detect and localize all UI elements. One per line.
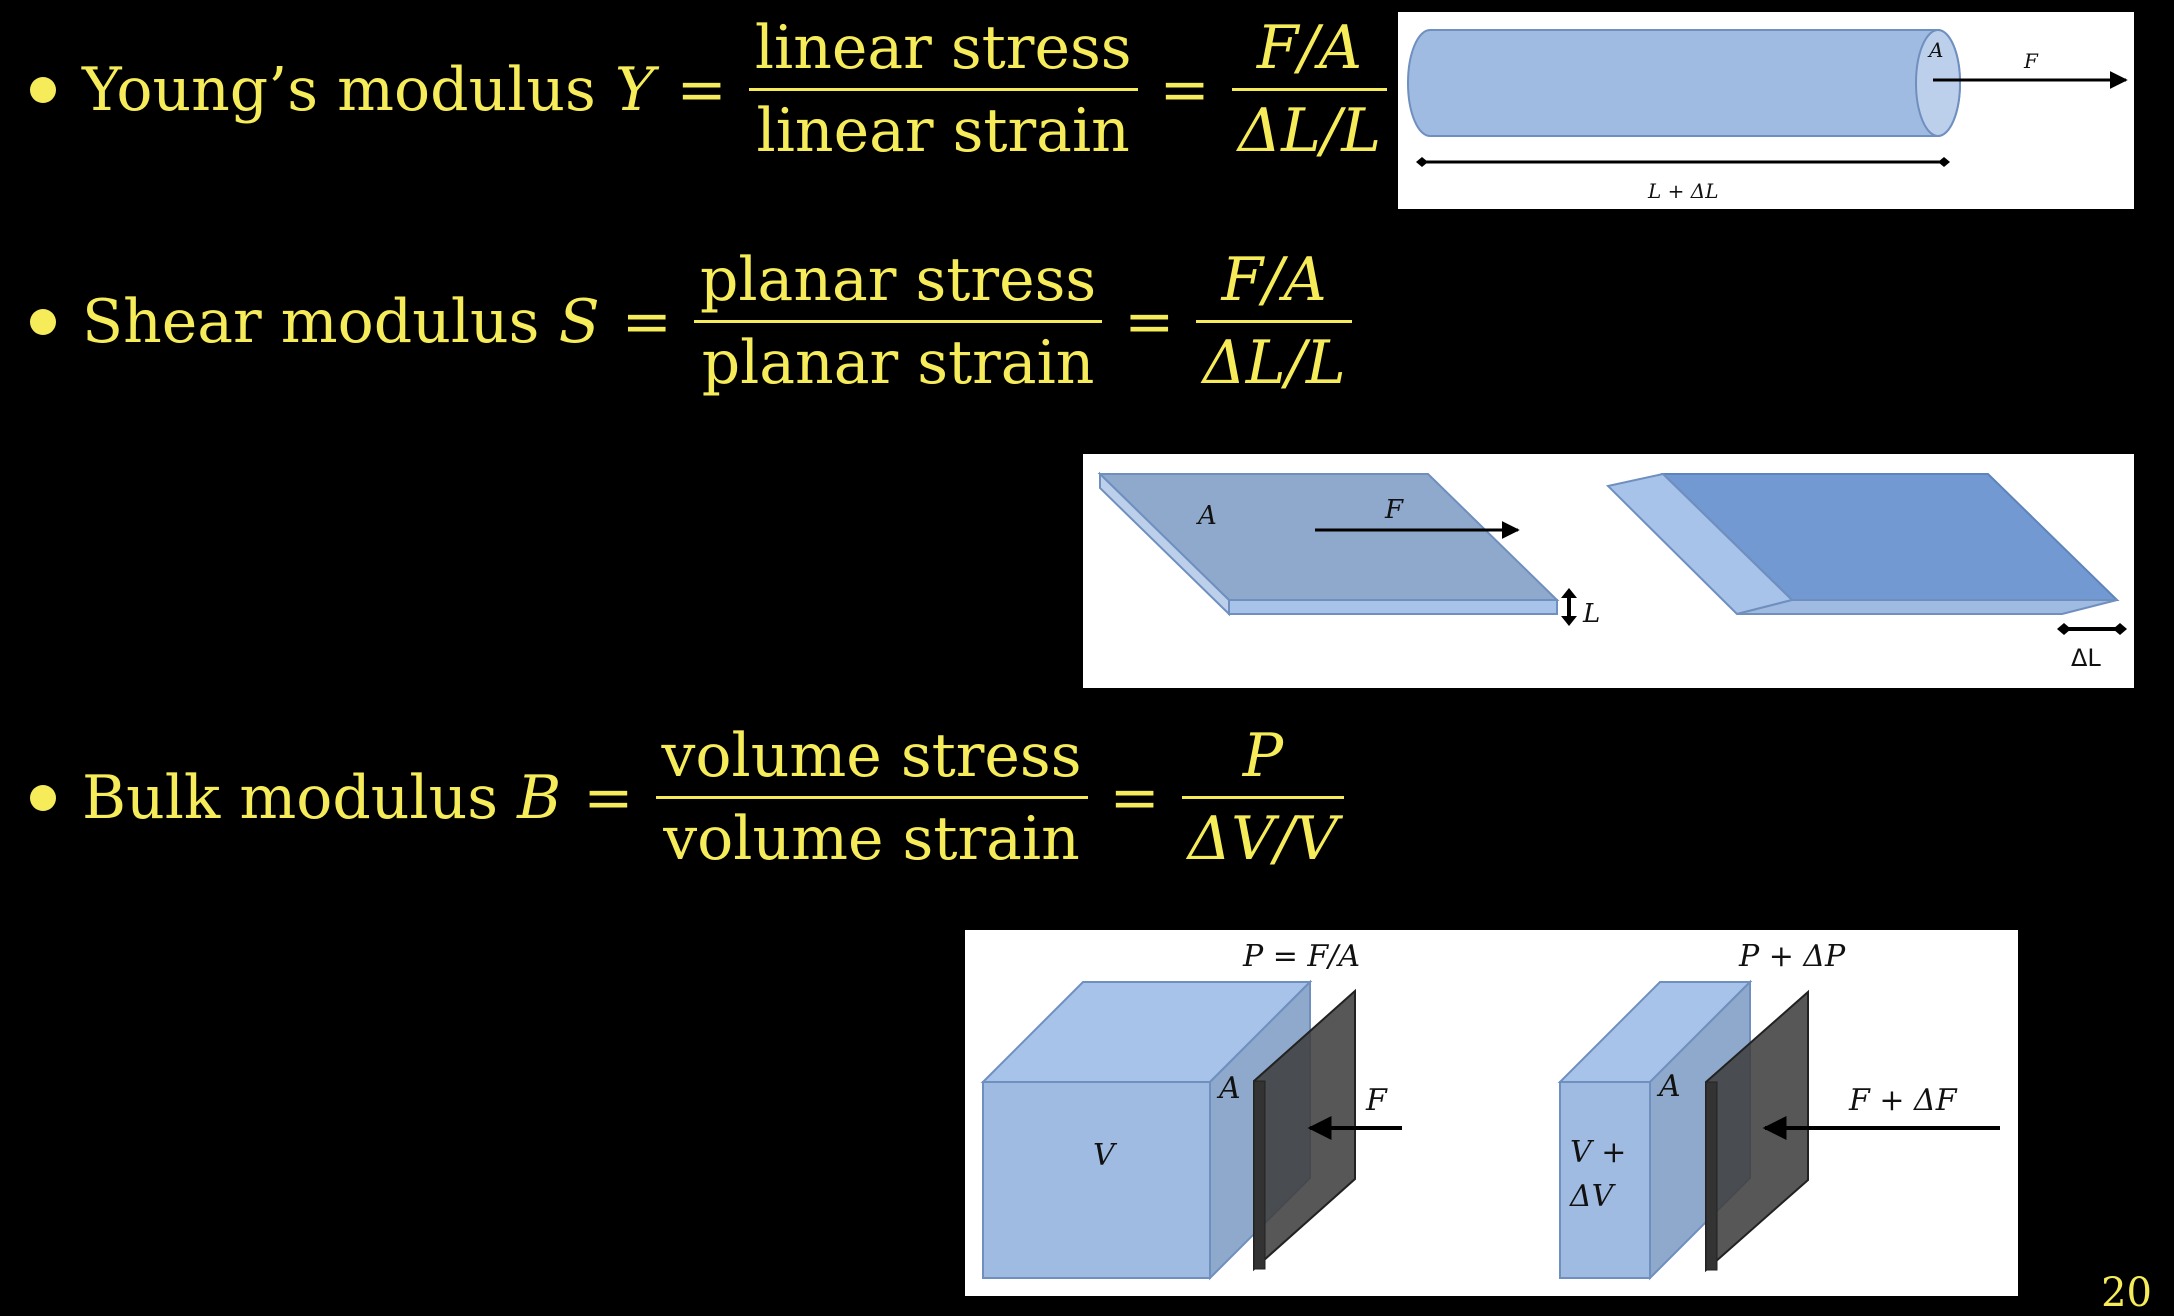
bulk-compression-diagram: A V F P = F/A A V + ΔV F + ΔF P + ΔP bbox=[980, 939, 2000, 1281]
length-label: L + ΔL bbox=[1647, 179, 1718, 203]
dimension-tick-right bbox=[1938, 157, 1950, 167]
equals-sign: = bbox=[621, 286, 672, 357]
fraction-bar bbox=[1196, 320, 1352, 323]
displacement-tick-right bbox=[2113, 623, 2127, 635]
young-numerator: linear stress bbox=[754, 13, 1132, 83]
pressure-label-left: P = F/A bbox=[1242, 939, 1360, 974]
young-fraction-words: linear stress linear strain bbox=[748, 13, 1138, 166]
shear-label: Shear modulus bbox=[82, 286, 540, 357]
thickness-arrow-down bbox=[1561, 616, 1577, 626]
bulk-fraction-symbols: P ΔV/V bbox=[1181, 721, 1344, 874]
young-label: Young’s modulus bbox=[82, 54, 596, 125]
young-modulus-equation: Young’s modulus Y = linear stress linear… bbox=[30, 13, 1388, 166]
shear-numerator: planar stress bbox=[699, 245, 1097, 315]
cube-front bbox=[982, 1081, 1211, 1279]
force-label-right: F + ΔF bbox=[1848, 1083, 1958, 1118]
force-label: F bbox=[2023, 49, 2039, 73]
shear-symbol-denominator: ΔL/L bbox=[1202, 328, 1346, 398]
area-label-left: A bbox=[1216, 1071, 1241, 1106]
rod-tension-figure: A F L + ΔL bbox=[1398, 12, 2134, 209]
sheared-slab-front bbox=[1736, 599, 2118, 615]
shear-modulus-equation: Shear modulus S = planar stress planar s… bbox=[30, 250, 1352, 393]
area-label: A bbox=[1927, 38, 1943, 62]
rod-body bbox=[1407, 29, 1961, 137]
fraction-bar bbox=[748, 88, 1138, 91]
area-label: A bbox=[1196, 501, 1217, 531]
shear-slab-figure: A F L ΔL bbox=[1083, 454, 2134, 688]
shear-symbol: S bbox=[558, 286, 600, 357]
young-symbol: Y bbox=[614, 54, 655, 125]
volume-label-right-line1: V + bbox=[1570, 1135, 1626, 1170]
bullet-icon bbox=[30, 76, 56, 103]
fraction-bar bbox=[655, 796, 1088, 799]
shear-denominator: planar strain bbox=[701, 328, 1095, 398]
page-number: 20 bbox=[2101, 1270, 2152, 1316]
bulk-modulus-equation: Bulk modulus B = volume stress volume st… bbox=[30, 726, 1344, 869]
bulk-symbol-denominator: ΔV/V bbox=[1187, 804, 1338, 874]
fraction-bar bbox=[1181, 796, 1344, 799]
pressure-plate-edge bbox=[1253, 1080, 1266, 1270]
bulk-denominator: volume strain bbox=[663, 804, 1080, 874]
displacement-label: ΔL bbox=[2071, 644, 2101, 672]
equals-sign: = bbox=[1124, 286, 1175, 357]
force-label-left: F bbox=[1365, 1083, 1388, 1118]
rod-tension-diagram: A F L + ΔL bbox=[1407, 29, 2128, 203]
equals-sign: = bbox=[583, 762, 634, 833]
slab-top bbox=[1097, 473, 1560, 601]
thickness-label: L bbox=[1582, 599, 1600, 629]
bulk-numerator: volume stress bbox=[661, 721, 1082, 791]
bulk-compression-figure: A V F P = F/A A V + ΔV F + ΔF P + ΔP bbox=[965, 930, 2018, 1296]
rod-end-face bbox=[1915, 29, 1961, 137]
equals-sign: = bbox=[1159, 54, 1210, 125]
dimension-tick-left bbox=[1416, 157, 1428, 167]
slab-left-side bbox=[1099, 471, 1230, 617]
bulk-label: Bulk modulus bbox=[82, 762, 499, 833]
displacement-tick-left bbox=[2057, 623, 2071, 635]
young-symbol-denominator: ΔL/L bbox=[1237, 96, 1382, 166]
force-label: F bbox=[1384, 495, 1404, 525]
bulk-symbol: B bbox=[517, 762, 562, 833]
volume-label-right-line2: ΔV bbox=[1569, 1179, 1617, 1214]
thickness-arrow-up bbox=[1561, 588, 1577, 598]
shear-symbol-numerator: F/A bbox=[1221, 245, 1327, 315]
equals-sign: = bbox=[676, 54, 727, 125]
shear-fraction-symbols: F/A ΔL/L bbox=[1196, 245, 1352, 398]
equals-sign: = bbox=[1109, 762, 1160, 833]
volume-label-left: V bbox=[1093, 1138, 1118, 1173]
bullet-icon bbox=[30, 308, 56, 335]
young-symbol-numerator: F/A bbox=[1256, 13, 1363, 83]
young-denominator: linear strain bbox=[756, 96, 1130, 166]
shear-fraction-words: planar stress planar strain bbox=[693, 245, 1103, 398]
pressure-plate-right-edge bbox=[1705, 1081, 1718, 1271]
area-label-right: A bbox=[1656, 1069, 1681, 1104]
pressure-label-right: P + ΔP bbox=[1738, 939, 1846, 974]
bulk-symbol-numerator: P bbox=[1242, 721, 1284, 791]
young-fraction-symbols: F/A ΔL/L bbox=[1231, 13, 1388, 166]
bullet-icon bbox=[30, 784, 56, 811]
fraction-bar bbox=[1231, 88, 1388, 91]
slab-front bbox=[1228, 599, 1558, 615]
fraction-bar bbox=[693, 320, 1103, 323]
shear-slab-diagram: A F L ΔL bbox=[1097, 471, 2127, 672]
bulk-fraction-words: volume stress volume strain bbox=[655, 721, 1088, 874]
